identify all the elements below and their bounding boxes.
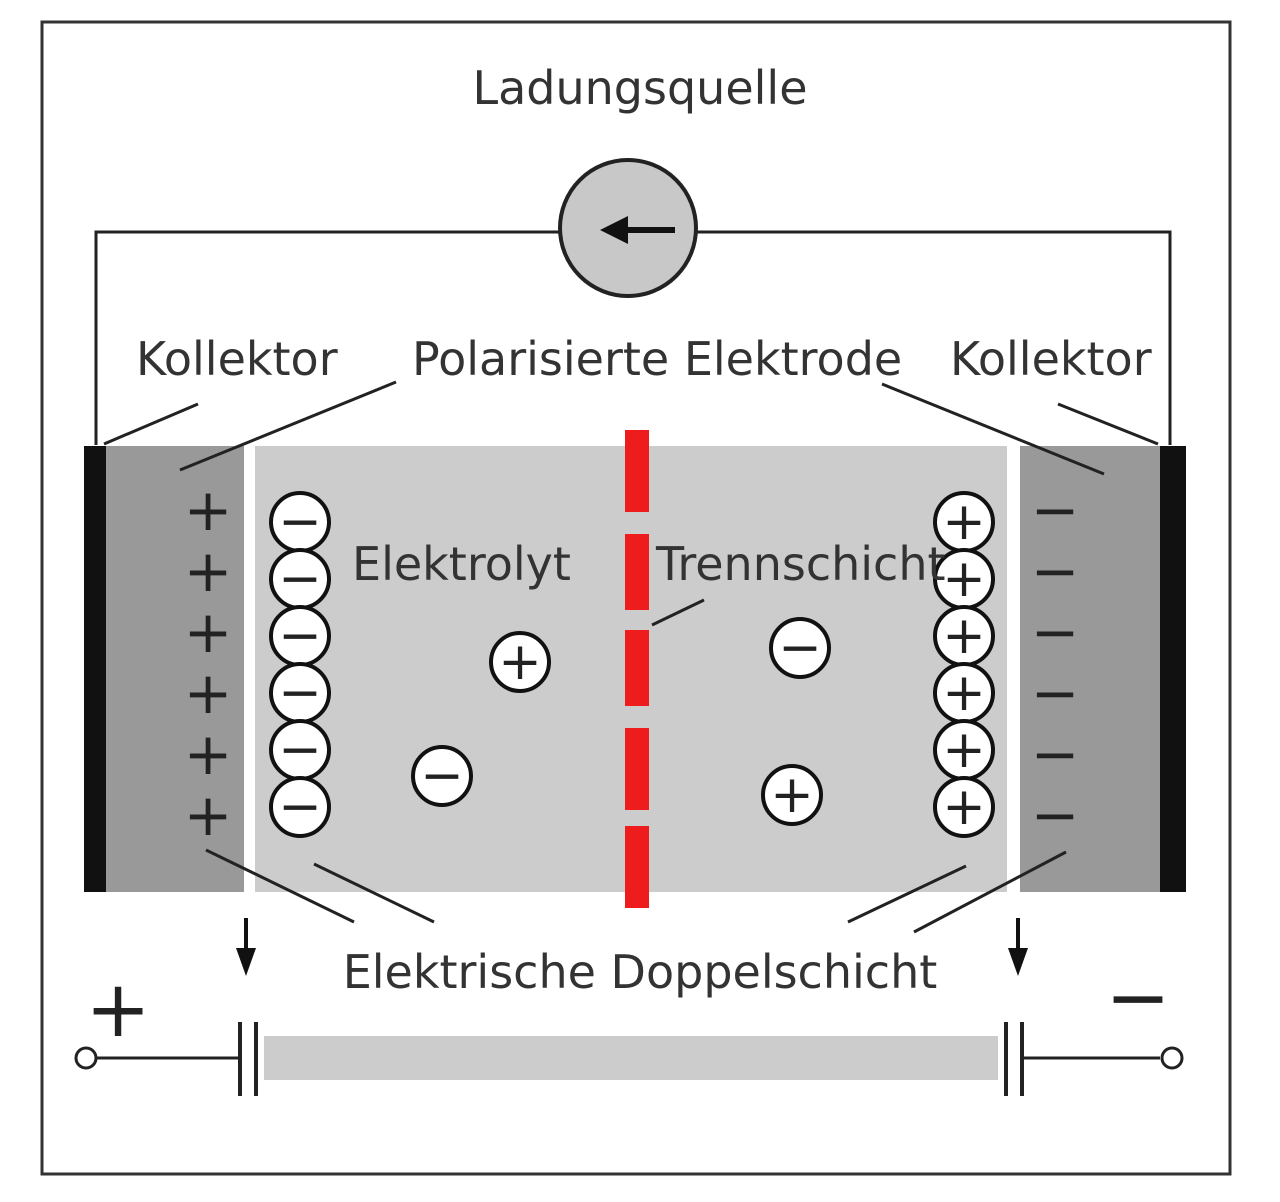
electrode-minus-mark: − — [1031, 720, 1080, 788]
double-layer-left-anions: −−−−−− — [269, 491, 331, 838]
svg-text:−: − — [278, 492, 322, 552]
arrow-down-left-icon — [236, 918, 256, 976]
leader-separator — [651, 598, 705, 627]
free-ions: +−−+ — [411, 617, 831, 826]
cation-double-layer: + — [933, 491, 995, 553]
electrode-right — [1020, 446, 1160, 892]
leader-lines — [103, 380, 1159, 934]
electrode-right-charges: −−−−−− — [1031, 476, 1080, 849]
anion-double-layer: − — [269, 548, 331, 610]
leader-electrode-right — [881, 382, 1105, 476]
svg-text:+: + — [942, 606, 986, 666]
svg-text:+: + — [942, 492, 986, 552]
label-polarized-electrode: Polarisierte Elektrode — [412, 332, 902, 386]
electrode-plus-mark: + — [184, 659, 233, 727]
double-layer-right-cations: ++++++ — [933, 491, 995, 838]
electrode-plus-mark: + — [184, 598, 233, 666]
electrolyte-resistance-bar — [264, 1036, 998, 1080]
label-separator: Trennschicht — [655, 537, 946, 591]
separator-segment — [625, 534, 649, 610]
anion-double-layer: − — [269, 719, 331, 781]
separator-segment — [625, 826, 649, 908]
electrode-plus-mark: + — [184, 720, 233, 788]
electrode-left-charges: ++++++ — [184, 476, 233, 849]
leader-double-layer-4 — [913, 850, 1067, 934]
electrode-minus-mark: − — [1031, 781, 1080, 849]
leader-double-layer-1 — [205, 848, 355, 924]
electrode-plus-mark: + — [184, 476, 233, 544]
free-cation: + — [761, 764, 823, 826]
electrode-left — [106, 446, 244, 892]
svg-text:−: − — [278, 720, 322, 780]
anion-double-layer: − — [269, 491, 331, 553]
collector-left — [84, 446, 106, 892]
charge-source-icon — [558, 158, 698, 298]
cation-double-layer: + — [933, 548, 995, 610]
electrode-minus-mark: − — [1031, 476, 1080, 544]
leader-double-layer-3 — [847, 864, 967, 924]
svg-text:−: − — [278, 549, 322, 609]
label-electrolyte: Elektrolyt — [352, 537, 571, 591]
electrode-minus-mark: − — [1031, 598, 1080, 666]
svg-text:−: − — [278, 606, 322, 666]
svg-text:−: − — [278, 777, 322, 837]
svg-text:+: + — [942, 720, 986, 780]
separator-segment — [625, 430, 649, 512]
anion-double-layer: − — [269, 605, 331, 667]
terminal-right-icon — [1160, 1046, 1184, 1070]
separator-segment — [625, 630, 649, 706]
cation-double-layer: + — [933, 605, 995, 667]
cation-double-layer: + — [933, 719, 995, 781]
cation-double-layer: + — [933, 662, 995, 724]
cation-double-layer: + — [933, 776, 995, 838]
label-charge-source: Ladungsquelle — [472, 61, 807, 115]
leader-collector-left — [103, 402, 199, 446]
terminal-plus-label: + — [85, 965, 150, 1055]
electrode-plus-mark: + — [184, 537, 233, 605]
free-anion: − — [769, 617, 831, 679]
collector-right — [1160, 446, 1186, 892]
leader-double-layer-2 — [313, 862, 435, 924]
electrode-minus-mark: − — [1031, 537, 1080, 605]
svg-text:+: + — [770, 765, 814, 825]
separator-dashed-line — [625, 430, 649, 908]
arrow-down-right-icon — [1008, 918, 1028, 976]
svg-text:+: + — [942, 549, 986, 609]
anion-double-layer: − — [269, 662, 331, 724]
leader-collector-right — [1057, 402, 1159, 446]
electrode-plus-mark: + — [184, 781, 233, 849]
terminal-minus-label: − — [1105, 953, 1170, 1043]
separator-segment — [625, 728, 649, 810]
label-double-layer: Elektrische Doppelschicht — [343, 945, 938, 999]
svg-text:−: − — [420, 746, 464, 806]
equivalent-circuit — [74, 1022, 1184, 1096]
svg-text:−: − — [278, 663, 322, 723]
free-anion: − — [411, 745, 473, 807]
leader-electrode-left — [179, 380, 397, 472]
label-collector-right: Kollektor — [950, 332, 1152, 386]
svg-text:+: + — [942, 663, 986, 723]
label-collector-left: Kollektor — [136, 332, 338, 386]
free-cation: + — [489, 631, 551, 693]
svg-text:+: + — [942, 777, 986, 837]
electrode-minus-mark: − — [1031, 659, 1080, 727]
svg-text:−: − — [778, 618, 822, 678]
svg-text:+: + — [498, 632, 542, 692]
anion-double-layer: − — [269, 776, 331, 838]
